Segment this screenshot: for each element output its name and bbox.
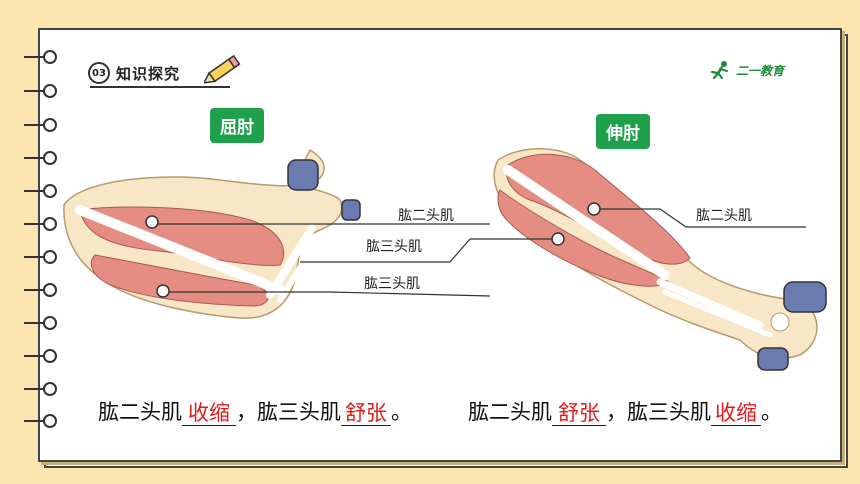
ring-icon xyxy=(24,151,57,165)
left-label-biceps: 肱二头肌 xyxy=(398,208,454,224)
answer-blank: 舒张 xyxy=(341,401,391,426)
right-triceps xyxy=(497,189,672,287)
extend-elbow-sentence: 肱二头肌 舒张 ，肱三头肌 收缩 。 xyxy=(468,396,782,426)
left-forearm-bone xyxy=(266,224,316,299)
answer-blank: 收缩 xyxy=(711,401,761,426)
section-header: 03 知识探究 xyxy=(88,62,180,84)
answer-blank: 舒张 xyxy=(552,401,606,426)
ring-icon xyxy=(24,316,57,330)
left-biceps xyxy=(79,206,285,266)
left-triceps xyxy=(90,254,269,307)
sentence-text: 。 xyxy=(391,400,412,424)
answer-blank: 收缩 xyxy=(182,401,236,426)
ring-icon xyxy=(24,250,57,264)
ring-icon xyxy=(24,118,57,132)
runner-icon xyxy=(710,61,729,80)
ring-icon xyxy=(24,84,57,98)
section-title: 知识探究 xyxy=(116,64,181,83)
left-label-triceps-inner: 肱三头肌 xyxy=(366,239,422,255)
sentence-text: 肱二头肌 xyxy=(98,400,182,424)
flex-elbow-tag: 屈肘 xyxy=(210,108,264,143)
ring-icon xyxy=(24,184,57,198)
sentence-text: 肱二头肌 xyxy=(468,400,552,424)
section-number: 03 xyxy=(88,62,110,84)
ring-icon xyxy=(24,283,57,297)
ring-icon xyxy=(24,382,57,396)
right-label-biceps: 肱二头肌 xyxy=(696,208,752,224)
section-underline xyxy=(90,86,230,88)
spiral-binding xyxy=(24,50,57,428)
right-humerus xyxy=(503,165,670,280)
ring-icon xyxy=(24,217,57,231)
left-label-triceps: 肱三头肌 xyxy=(364,276,420,292)
sentence-text: ，肱三头肌 xyxy=(606,400,711,424)
flex-elbow-sentence: 肱二头肌 收缩 ，肱三头肌 舒张 。 xyxy=(98,396,412,426)
pencil-icon xyxy=(204,54,241,84)
sentence-text: ，肱三头肌 xyxy=(236,400,341,424)
brand-logo: 二一教育 xyxy=(708,60,784,80)
right-forearm-bone xyxy=(656,278,764,329)
sentence-text: 。 xyxy=(761,400,782,424)
ring-icon xyxy=(24,349,57,363)
left-forearm-bone2 xyxy=(277,233,323,303)
ring-icon xyxy=(24,414,57,428)
ring-icon xyxy=(24,50,57,64)
right-dumbbell-icon xyxy=(783,281,827,313)
logo-text: 二一教育 xyxy=(736,63,785,78)
left-humerus xyxy=(75,205,285,295)
extend-elbow-tag: 伸肘 xyxy=(596,114,650,149)
left-dumbbell-icon xyxy=(287,159,319,191)
